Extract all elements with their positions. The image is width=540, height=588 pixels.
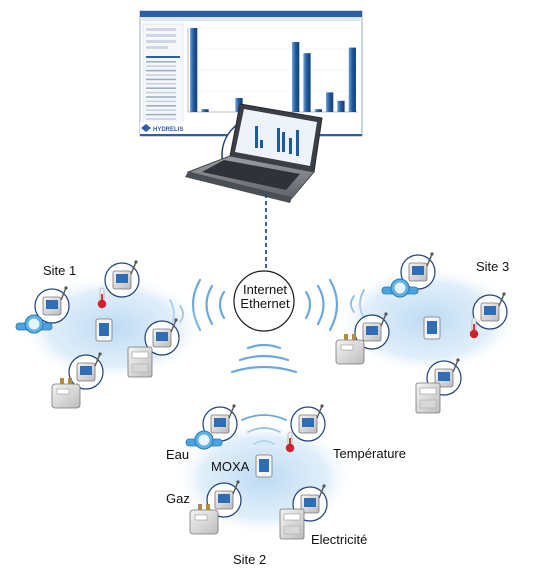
internet-node <box>233 270 295 332</box>
chart-bar <box>292 42 300 112</box>
brand-area <box>140 122 190 134</box>
site3-electricity-meter-icon <box>415 382 441 414</box>
site1-gas-module <box>68 352 104 390</box>
internet-label-line2: Ethernet <box>240 296 290 311</box>
wave-left-1 <box>218 290 226 320</box>
antenna-icon <box>94 353 101 367</box>
chart-bar <box>190 28 198 112</box>
antenna-icon <box>452 359 459 373</box>
site3-temperature-module <box>472 292 508 330</box>
site2-gas-meter-icon <box>189 504 219 535</box>
internet-label-line1: Internet <box>242 282 288 297</box>
site2-gas-module <box>206 480 242 518</box>
chart-bar <box>303 53 311 112</box>
antenna-icon <box>318 485 325 499</box>
wave-down-1 <box>246 343 282 350</box>
site2-label: Site 2 <box>233 552 267 567</box>
list-row <box>146 69 176 72</box>
antenna-icon <box>60 287 67 301</box>
site1-label: Site 1 <box>43 263 77 278</box>
wave-down-2 <box>238 354 290 362</box>
laptop-icon <box>185 103 323 203</box>
list-row <box>146 109 176 111</box>
site1-electricity-meter-icon <box>127 346 153 378</box>
chart-bar <box>201 109 209 112</box>
site1-water-module <box>34 286 70 324</box>
site1-gas-meter-icon <box>51 378 81 409</box>
site1-thermometer-icon <box>97 287 107 309</box>
antenna-icon <box>232 481 239 495</box>
list-row <box>146 113 176 116</box>
list-row <box>146 100 176 103</box>
list-row <box>146 96 176 98</box>
site2-electricity-module <box>292 484 328 522</box>
laptop-screen-bars <box>255 126 299 156</box>
antenna-icon <box>426 253 433 267</box>
site3-water-module <box>400 252 436 290</box>
site2-temperature-module <box>290 404 326 442</box>
wave-right-2 <box>316 284 325 326</box>
antenna-icon <box>170 319 177 333</box>
list-row <box>146 91 176 94</box>
list-row <box>146 78 176 81</box>
list-row <box>146 74 176 76</box>
site2-electricity-meter-icon <box>279 508 305 540</box>
list-row <box>146 118 176 120</box>
site3-water-meter-icon <box>381 278 419 298</box>
antenna-icon <box>316 405 323 419</box>
antenna-icon <box>380 313 387 327</box>
wave-down-3 <box>230 365 298 374</box>
site3-gas-meter-icon <box>335 334 365 365</box>
brand-logo-text: HYDRELIS <box>153 127 183 133</box>
usage-bar-chart <box>187 27 358 113</box>
chart-bar <box>235 98 243 112</box>
electricity-label: Electricité <box>311 532 368 547</box>
site2-thermometer-icon <box>285 431 295 453</box>
antenna-icon <box>228 405 235 419</box>
wave-right-3 <box>328 278 339 332</box>
site1-gateway-icon <box>95 318 113 342</box>
chart-bar <box>348 47 356 112</box>
wave-right-1 <box>304 290 312 320</box>
brand-logo-icon <box>141 124 151 132</box>
temperature-label: Température <box>333 446 406 461</box>
site1-water-meter-icon <box>15 314 53 334</box>
chart-bar <box>337 100 345 112</box>
window-titlebar <box>140 11 362 17</box>
list-row <box>146 83 176 85</box>
water-label: Eau <box>166 447 190 462</box>
list-row <box>146 65 176 67</box>
site1-electricity-module <box>144 318 180 356</box>
site3-label: Site 3 <box>476 259 510 274</box>
list-row <box>146 61 176 63</box>
chart-bar <box>314 109 322 112</box>
site3-thermometer-icon <box>469 317 479 339</box>
site3-gateway-icon <box>423 316 441 340</box>
gateway-label: MOXA <box>211 459 250 474</box>
site2-water-meter-icon <box>185 430 223 450</box>
antenna-icon <box>498 293 505 307</box>
left-panel <box>142 23 184 125</box>
antenna-icon <box>130 261 137 275</box>
list-row <box>146 87 176 89</box>
wave-left-2 <box>205 284 214 326</box>
chart-bar <box>326 92 334 112</box>
site2-moxa-gateway-icon <box>255 454 273 478</box>
list-row <box>146 105 176 107</box>
gas-label: Gaz <box>166 491 190 506</box>
internet-label: Internet Ethernet <box>240 283 290 311</box>
site1-temperature-module <box>104 260 140 298</box>
